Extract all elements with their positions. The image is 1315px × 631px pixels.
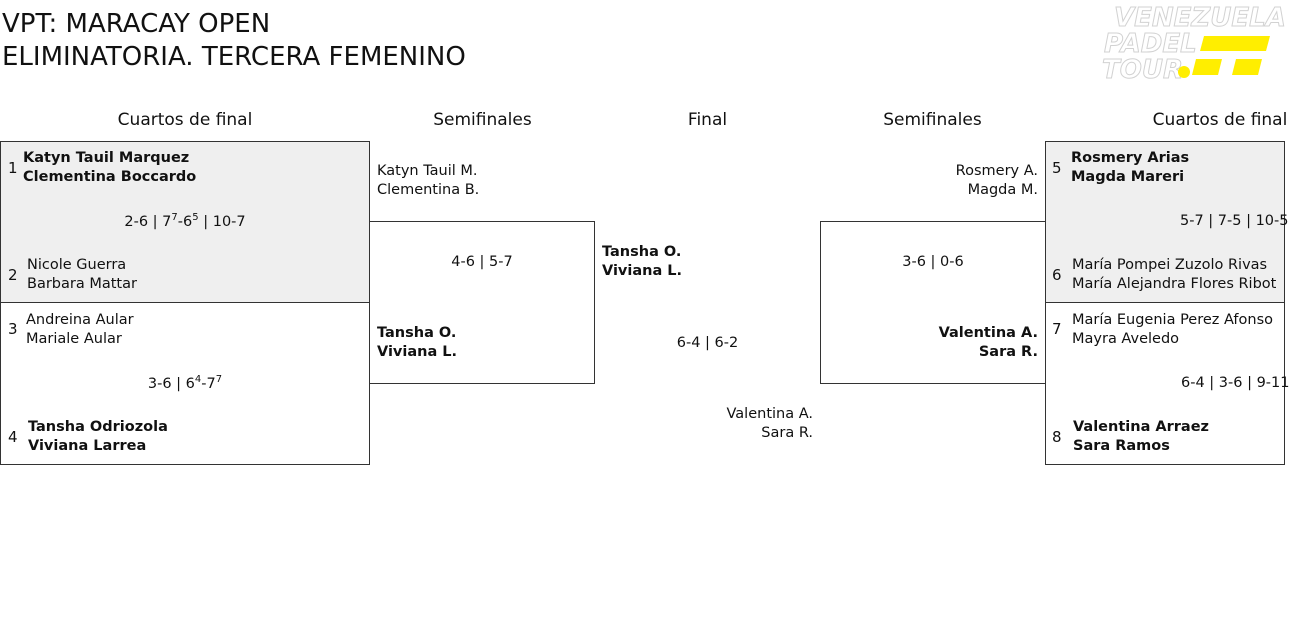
player-name: Mayra Aveledo	[1072, 331, 1180, 347]
player-name: Barbara Mattar	[27, 276, 137, 292]
logo-text-padel: PADEL	[1104, 29, 1197, 59]
player-name: Viviana Larrea	[28, 438, 147, 454]
player-name: Magda Mareri	[1071, 169, 1185, 185]
player-name: Viviana L.	[377, 344, 458, 360]
player-name: Rosmery A.	[955, 163, 1038, 179]
seed-number: 3	[8, 320, 18, 338]
player-name: Tansha O.	[377, 325, 457, 341]
round-header-sf-right: Semifinales	[883, 110, 982, 130]
seed-number: 6	[1052, 266, 1062, 284]
sf-left-match	[369, 221, 595, 384]
match-score: 4-6 | 5-7	[451, 254, 513, 270]
player-name: Sara R.	[761, 425, 813, 441]
player-name: Valentina A.	[938, 325, 1038, 341]
seed-number: 7	[1052, 320, 1062, 338]
player-name: Valentina Arraez	[1073, 419, 1209, 435]
player-name: Rosmery Arias	[1071, 150, 1190, 166]
player-name: María Alejandra Flores Ribot	[1072, 276, 1277, 292]
player-name: Tansha Odriozola	[28, 419, 168, 435]
match-score: 2-6 | 77-65 | 10-7	[124, 212, 246, 231]
player-name: María Pompei Zuzolo Rivas	[1072, 257, 1268, 273]
player-name: Katyn Tauil Marquez	[23, 150, 190, 166]
player-name: Valentina A.	[726, 406, 814, 422]
qf-right-match-2	[1045, 302, 1285, 465]
logo-text-venezuela: VENEZUELA	[1114, 3, 1286, 33]
player-name: María Eugenia Perez Afonso	[1072, 312, 1273, 328]
player-name: Clementina Boccardo	[23, 169, 197, 185]
player-name: Nicole Guerra	[27, 257, 127, 273]
round-header-qf-left: Cuartos de final	[117, 110, 253, 130]
player-name: Andreina Aular	[26, 312, 134, 328]
seed-number: 4	[8, 428, 18, 446]
player-name: Sara Ramos	[1073, 438, 1170, 454]
seed-number: 8	[1052, 428, 1062, 446]
logo-text-tour: TOUR	[1102, 55, 1183, 85]
match-score: 6-4 | 3-6 | 9-11	[1181, 375, 1290, 391]
round-header-sf-left: Semifinales	[433, 110, 532, 130]
venezuela-padel-tour-logo: VENEZUELA PADEL TOUR	[1102, 3, 1287, 86]
match-score: 5-7 | 7-5 | 10-5	[1180, 213, 1289, 229]
round-header-final: Final	[687, 110, 728, 130]
player-name: Tansha O.	[602, 244, 682, 260]
logo-accent-shapes	[1178, 36, 1270, 78]
player-name: Sara R.	[978, 344, 1038, 360]
match-score: 6-4 | 6-2	[676, 335, 739, 351]
match-score: 3-6 | 64-77	[147, 374, 223, 393]
player-name: Mariale Aular	[26, 331, 122, 347]
match-score: 3-6 | 0-6	[902, 254, 964, 270]
qf-right-match-1	[1045, 141, 1285, 303]
seed-number: 1	[8, 159, 18, 177]
player-name: Magda M.	[967, 182, 1038, 198]
player-name: Clementina B.	[377, 182, 480, 198]
qf-left-match-1	[0, 141, 370, 303]
seed-number: 2	[8, 266, 18, 284]
player-name: Katyn Tauil M.	[377, 163, 478, 179]
seed-number: 5	[1052, 159, 1062, 177]
page-title: VPT: MARACAY OPEN	[2, 9, 271, 39]
page-subtitle: ELIMINATORIA. TERCERA FEMENINO	[2, 42, 466, 72]
round-header-qf-right: Cuartos de final	[1152, 110, 1288, 130]
player-name: Viviana L.	[602, 263, 683, 279]
